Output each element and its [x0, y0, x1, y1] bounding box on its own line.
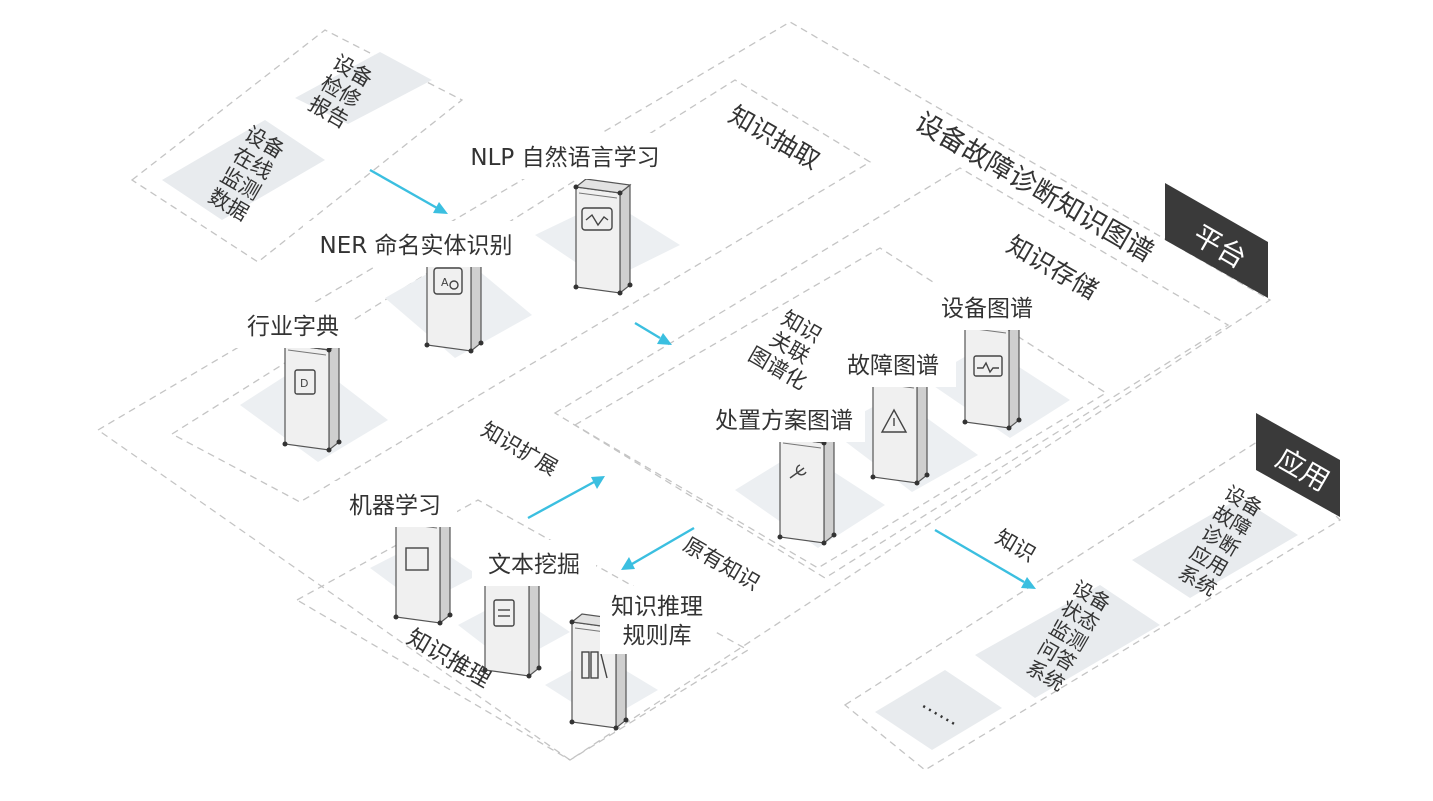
- ner-icon: A: [433, 267, 463, 295]
- machine-learning-label: 机器学习: [349, 493, 441, 519]
- storage-side-label: 知识 关联 图谱化: [744, 306, 825, 395]
- wrench-icon: [789, 464, 807, 479]
- extraction-zone: [170, 79, 872, 503]
- svg-text:D: D: [300, 377, 308, 390]
- arrow-knowledge-to-application: [934, 528, 1036, 589]
- rule-base-label-line2: 规则库: [623, 623, 692, 649]
- platform-tag: 平台: [1165, 183, 1268, 298]
- arrow-existing-knowledge: [621, 526, 695, 570]
- source-online-monitoring: 设备 在线 监测 数据: [162, 120, 325, 226]
- nlp-callout: [452, 133, 678, 179]
- machine-learning-callout: [333, 481, 457, 527]
- arrow-sources-to-extraction: [369, 168, 448, 214]
- device-graph-callout: [925, 284, 1049, 330]
- extraction-title: 知识抽取: [724, 100, 825, 175]
- dictionary-label: 行业字典: [247, 314, 339, 340]
- rule-base-label-line1: 知识推理: [611, 594, 703, 620]
- text-mining-label: 文本挖掘: [488, 552, 580, 578]
- books-icon: [581, 651, 608, 679]
- bounding-box-icon: [405, 547, 429, 571]
- source-zone: [130, 29, 464, 263]
- warning-icon: [880, 408, 908, 433]
- application-tag: 应用: [1256, 413, 1340, 517]
- svg-text:A: A: [441, 276, 449, 289]
- device-graph-label: 设备图谱: [941, 296, 1033, 322]
- arrow-extraction-to-storage: [634, 321, 672, 345]
- monitor-chart-icon: [973, 355, 1003, 377]
- fault-graph-label: 故障图谱: [847, 353, 939, 379]
- disposal-plan-graph: 处置方案图谱: [703, 396, 885, 548]
- fault-graph: 故障图谱: [830, 341, 978, 492]
- knowledge-flow-label: 知识: [991, 525, 1039, 567]
- app-state-monitoring-qa-system: 设备 状态 监测 问答 系统: [975, 575, 1160, 698]
- disposal-plan-callout: [703, 396, 865, 442]
- source-maintenance-report: 设备 检修 报告: [295, 50, 432, 133]
- dictionary-tool: D 行业字典: [232, 302, 388, 462]
- text-mining-callout: [472, 540, 596, 586]
- nlp-label: NLP 自然语言学习: [470, 145, 659, 171]
- device-graph: 设备图谱: [925, 284, 1070, 438]
- ner-label: NER 命名实体识别: [319, 233, 512, 259]
- application-zone: [843, 439, 1342, 771]
- arrow-knowledge-expansion: [527, 476, 605, 520]
- nlp-icon: [581, 207, 613, 231]
- app-more-systems: ……: [875, 670, 1002, 750]
- rule-base-tool: 知识推理 规则库: [545, 586, 714, 732]
- knowledge-expansion-label: 知识扩展: [477, 418, 562, 481]
- machine-learning-tool: 机器学习: [333, 481, 478, 627]
- app-fault-diagnosis-system: 设备 故障 诊断 应用 系统: [1132, 480, 1298, 601]
- text-mining-tool: 文本挖掘: [458, 540, 596, 680]
- ner-tool: A NER 命名实体识别: [303, 221, 532, 358]
- nlp-tool: NLP 自然语言学习: [452, 133, 680, 297]
- platform-zone: [96, 21, 1272, 761]
- disposal-plan-label: 处置方案图谱: [715, 408, 853, 434]
- rule-base-callout: [600, 586, 714, 654]
- dictionary-icon: D: [294, 369, 316, 395]
- ner-callout: [303, 221, 529, 267]
- storage-zone: [553, 167, 1230, 579]
- existing-knowledge-label: 原有知识: [679, 533, 764, 596]
- document-icon: [493, 599, 515, 627]
- dictionary-callout: [232, 302, 354, 348]
- fault-graph-callout: [830, 341, 956, 387]
